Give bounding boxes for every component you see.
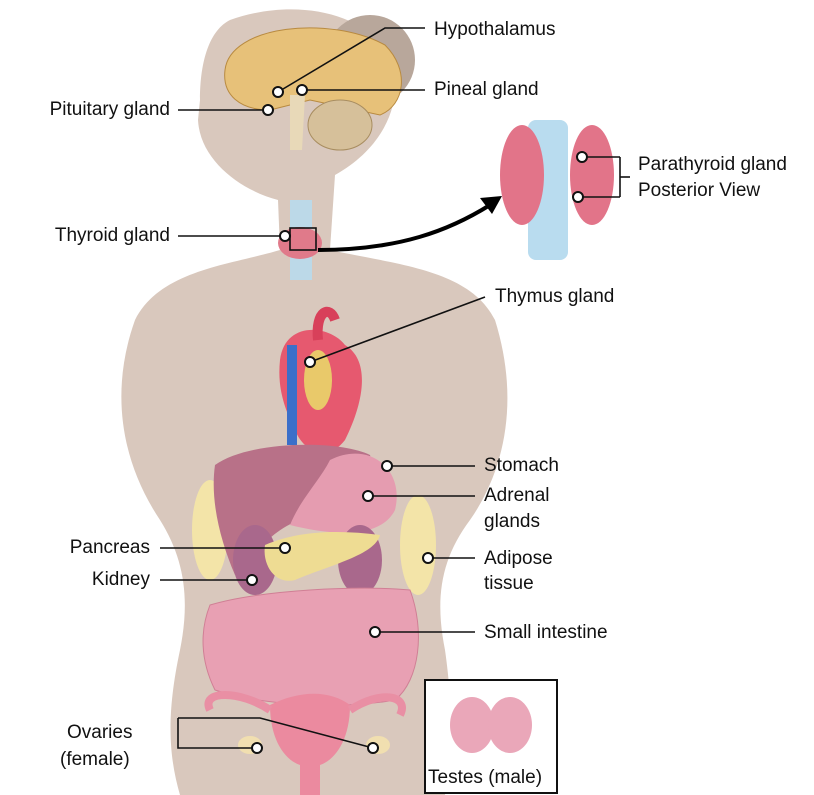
parathyroid-lobe-left (500, 125, 544, 225)
label-female: (female) (60, 749, 130, 770)
testes-box (424, 679, 558, 794)
leader-lines (160, 27, 630, 749)
label-thyroid-gland: Thyroid gland (54, 225, 170, 246)
pancreas-organ (264, 532, 380, 581)
label-ovaries: Ovaries (67, 722, 133, 743)
label-adrenal: Adrenal (484, 485, 550, 506)
fallopian-tubes (204, 691, 406, 717)
small-intestine-organ (202, 587, 419, 706)
label-stomach: Stomach (484, 455, 559, 476)
label-pancreas: Pancreas (69, 537, 150, 558)
label-thymus-gland: Thymus gland (495, 286, 615, 307)
vena-cava (287, 345, 297, 445)
callout-dots (246, 84, 588, 754)
label-adipose: Adipose (484, 548, 553, 569)
label-small-intestine: Small intestine (484, 622, 608, 643)
brainstem (290, 95, 305, 150)
label-posterior-view: Posterior View (638, 180, 761, 201)
kidney-left (233, 525, 277, 595)
adipose-right (400, 495, 436, 595)
arrow (317, 203, 492, 252)
label-parathyroid-gland: Parathyroid gland (638, 154, 787, 175)
label-tissue: tissue (484, 573, 534, 594)
stomach-organ (290, 453, 397, 533)
label-hypothalamus: Hypothalamus (434, 19, 556, 40)
uterus (270, 693, 350, 795)
label-glands: glands (484, 511, 540, 532)
label-pineal-gland: Pineal gland (434, 79, 539, 100)
label-kidney: Kidney (91, 569, 150, 590)
arrow-head-icon (480, 196, 502, 214)
parathyroid-lobe-right (570, 125, 614, 225)
label-testes: Testes (male) (428, 767, 543, 788)
aorta (312, 306, 340, 341)
testis-right (488, 697, 532, 753)
testis-left (450, 697, 494, 753)
cerebellum (307, 99, 373, 151)
label-pituitary-gland: Pituitary gland (49, 99, 170, 120)
